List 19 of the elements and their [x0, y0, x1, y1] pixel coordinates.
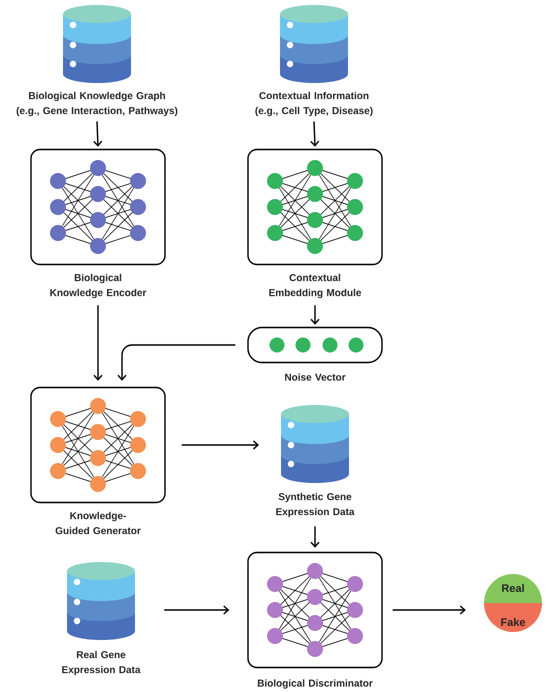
node-label: Noise Vector — [285, 373, 346, 381]
arrow — [164, 605, 230, 615]
node-label: Biological Knowledge Graph (e.g., Gene Interaction, Pathways) — [16, 92, 178, 116]
arrow — [182, 440, 259, 450]
arrow — [93, 121, 102, 147]
arrow — [310, 305, 320, 325]
arrow — [93, 305, 103, 381]
arrow — [117, 344, 236, 381]
node-label: Contextual Embedding Module — [269, 274, 362, 298]
node-label: Contextual Information (e.g., Cell Type, Disease) — [255, 92, 373, 116]
node-label: Biological Knowledge Encoder — [50, 274, 146, 298]
arrow — [392, 605, 466, 615]
node-label: Knowledge-Guided Generator — [56, 512, 141, 534]
node-label: Real Gene Expression Data — [62, 650, 141, 676]
node-label: Biological Discriminator — [258, 679, 373, 689]
node-label: Fake — [501, 618, 526, 626]
arrow — [310, 121, 320, 147]
arrow — [310, 526, 320, 548]
node-label: Synthetic Gene Expression Data — [276, 492, 355, 518]
